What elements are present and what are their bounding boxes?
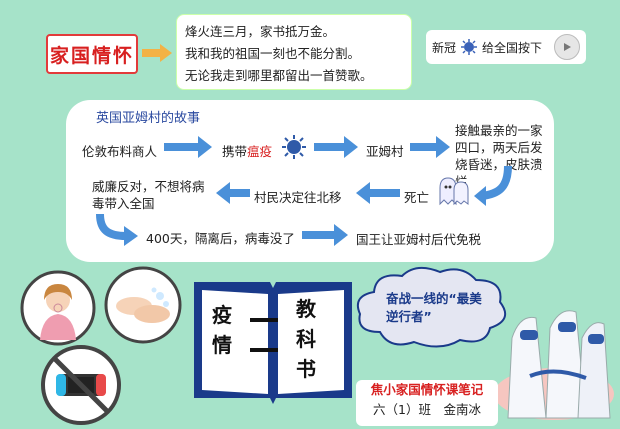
cloud-icon [356,266,507,348]
book-right-text: 教科书 [296,297,316,381]
sick-girl-icon [20,270,96,346]
play-button[interactable] [554,34,580,60]
news-box[interactable]: 新冠 给全国按下 [426,30,586,64]
virus-icon [461,39,478,55]
book-bar [250,348,278,352]
arrow-right-icon [142,44,172,62]
poem-line: 无论我走到哪里都留出一首赞歌。 [185,68,373,83]
story-title: 英国亚姆村的故事 [96,111,201,126]
handwashing-icon [104,266,182,344]
note-class: 六（1）班 金南冰 [373,402,481,417]
medical-workers-icon [494,310,614,420]
book-left-text: 疫情 [212,303,232,357]
note-box: 焦小家国情怀课笔记 六（1）班 金南冰 [356,380,498,426]
arrow-right-icon [314,136,358,158]
arrow-right-icon [164,136,212,158]
arrow-right-icon [302,224,348,246]
arrow-left-icon [356,182,400,204]
note-title: 焦小家国情怀课笔记 [370,382,484,397]
curve-arrow-icon [96,214,138,246]
curve-arrow-icon [474,166,512,206]
page-title: 家国情怀 [46,34,138,74]
poem-box: 烽火连三月，家书抵万金。 我和我的祖国一刻也不能分割。 无论我走到哪里都留出一首… [176,14,412,90]
merchant-label: 伦敦布料商人 [82,144,158,159]
news-suffix: 给全国按下 [482,40,543,55]
book-icon [194,282,352,404]
king-label: 国王让亚姆村后代免税 [356,232,482,247]
poem-line: 我和我的祖国一刻也不能分割。 [185,46,361,61]
days-label: 400天，隔离后，病毒没了 [146,231,295,246]
no-gaming-icon [41,345,121,425]
cloud-text: 奋战一线的“最美逆行者” [386,291,482,324]
ghost-icon [439,177,469,206]
arrow-right-icon [410,136,450,158]
arrow-left-icon [216,182,250,204]
poem-line: 烽火连三月，家书抵万金。 [185,24,336,39]
death-label: 死亡 [404,190,430,205]
book-bar [250,318,278,322]
play-icon [564,43,571,51]
village-label: 亚姆村 [366,144,404,159]
news-prefix: 新冠 [432,40,457,55]
decide-label: 村民决定往北移 [254,190,342,205]
william-label: 威廉反对，不想将病毒带入全国 [92,179,205,211]
carry-label: 携带瘟疫 [222,144,273,159]
virus-icon [282,135,306,159]
